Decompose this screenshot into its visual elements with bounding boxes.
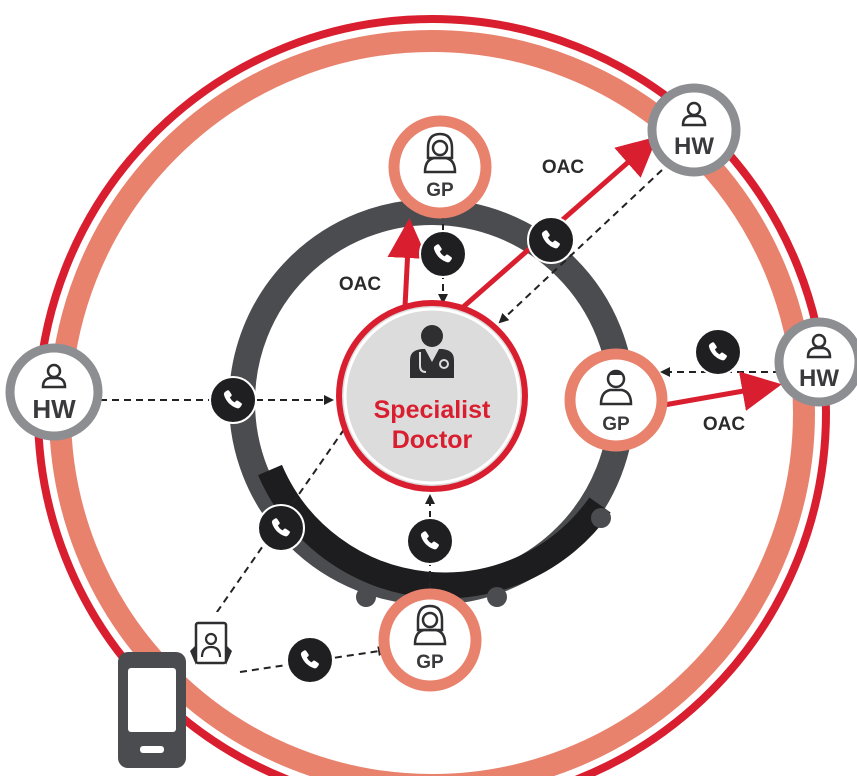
gp-label-bottom: GP (416, 652, 444, 673)
phone-call-icon (286, 636, 334, 684)
oac-arrow-top (387, 218, 428, 308)
phone-bubbles (209, 216, 742, 684)
health-worker-icon (681, 101, 707, 127)
smartphone-icon (118, 652, 186, 768)
phone-call-icon (419, 230, 467, 278)
oac-arrow-right (663, 371, 782, 411)
female-doctor-icon (413, 604, 447, 646)
doctor-icon (410, 325, 454, 378)
phone-call-icon (527, 216, 575, 264)
hw-label-right: HW (799, 365, 839, 392)
male-doctor-icon (599, 369, 633, 406)
center-label-line2: Doctor (392, 426, 473, 454)
gp-node-top: GP (388, 115, 492, 219)
ring-dot (487, 587, 507, 607)
ring-dot (591, 508, 611, 528)
center-label-line1: Specialist (374, 396, 491, 424)
oac-label-top: OAC (339, 274, 382, 295)
call-line-hw-top-right (498, 169, 663, 324)
hw-node-left: HW (5, 343, 103, 441)
hw-label-top-right: HW (674, 133, 714, 160)
oac-label-top-right: OAC (542, 157, 585, 178)
phone-call-icon (209, 376, 257, 424)
health-worker-icon (806, 333, 832, 359)
oac-label-right: OAC (703, 414, 746, 435)
gp-label-top: GP (426, 180, 454, 201)
gp-node-right: GP (564, 348, 668, 452)
phone-call-icon (406, 517, 454, 565)
gp-label-right: GP (602, 414, 630, 435)
hw-label-left: HW (32, 394, 76, 424)
ring-dot (356, 587, 376, 607)
hw-node-top-right: HW (647, 83, 741, 177)
hw-node-right: HW (774, 317, 857, 407)
phone-call-icon (694, 328, 742, 376)
tablet-video-call-icon (187, 612, 235, 678)
health-worker-icon (41, 363, 67, 389)
gp-node-bottom: GP (378, 588, 482, 692)
female-doctor-icon (423, 132, 457, 174)
phone-call-icon (257, 504, 305, 552)
specialist-doctor-node: Specialist Doctor (336, 300, 528, 492)
